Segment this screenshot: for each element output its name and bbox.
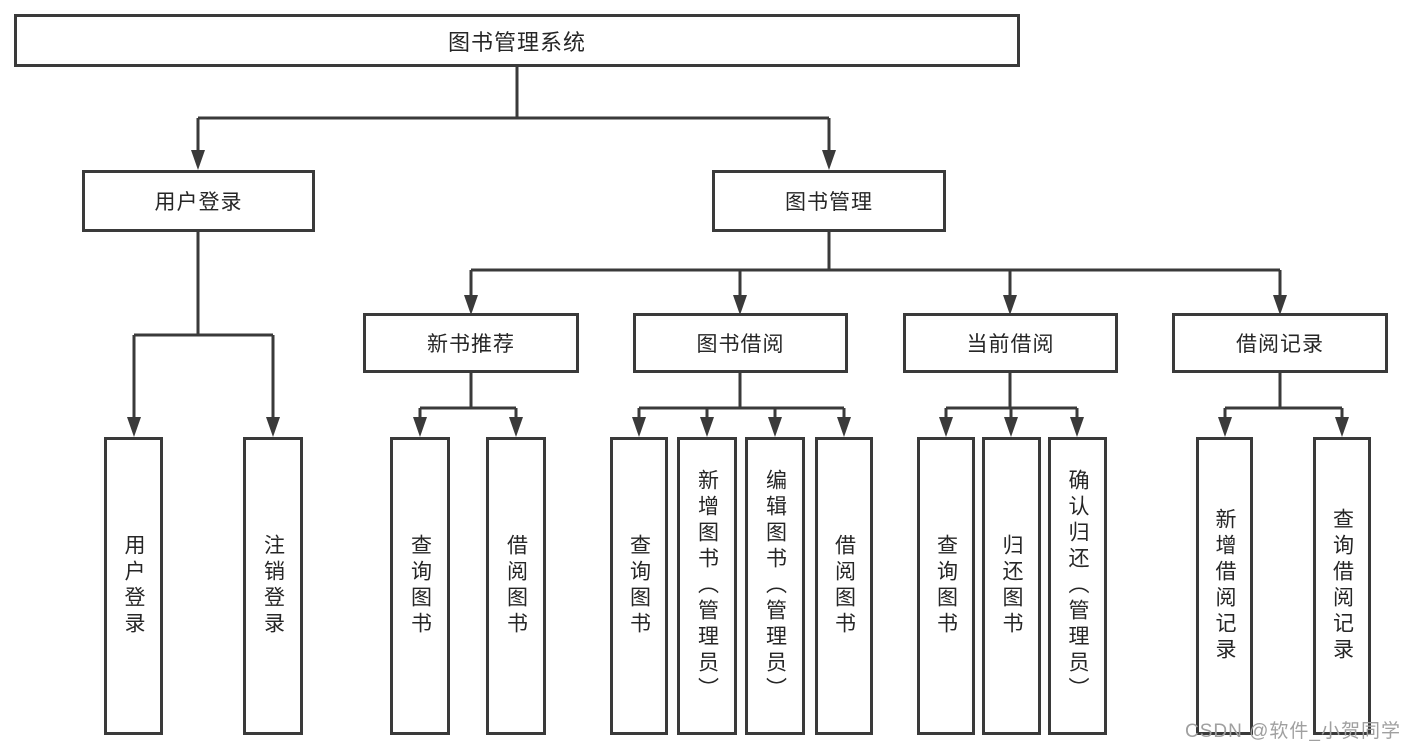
arrow-down-icon (632, 417, 646, 437)
leaf-edit-books-admin: 编辑图书（管理员） (745, 437, 805, 735)
arrowheads (127, 150, 1349, 437)
arrow-down-icon (413, 417, 427, 437)
leaf-borrow-books: 借阅图书 (815, 437, 873, 735)
connector-new-book-children (418, 373, 518, 433)
connector-book-borrow-children (637, 373, 846, 433)
arrow-down-icon (1218, 417, 1232, 437)
leaf-query-books-borrow: 查询图书 (610, 437, 668, 735)
node-library-management-system: 图书管理系统 (14, 14, 1020, 67)
arrow-down-icon (1070, 417, 1084, 437)
csdn-watermark: CSDN @软件_小贺同学 (1185, 721, 1401, 742)
arrow-down-icon (1335, 417, 1349, 437)
arrow-down-icon (837, 417, 851, 437)
arrow-down-icon (822, 150, 836, 170)
leaf-logout: 注销登录 (243, 437, 303, 735)
arrow-down-icon (700, 417, 714, 437)
node-book-borrow: 图书借阅 (633, 313, 848, 373)
node-borrow-record: 借阅记录 (1172, 313, 1388, 373)
node-book-management: 图书管理 (712, 170, 946, 232)
arrow-down-icon (464, 295, 478, 315)
leaf-return-books: 归还图书 (982, 437, 1041, 735)
arrow-down-icon (1273, 295, 1287, 315)
arrow-down-icon (939, 417, 953, 437)
leaf-query-borrow-record: 查询借阅记录 (1313, 437, 1371, 735)
arrow-down-icon (509, 417, 523, 437)
leaf-add-books-admin: 新增图书（管理员） (677, 437, 737, 735)
connector-root-to-level2 (196, 67, 831, 166)
connector-user-login-children (132, 232, 275, 433)
node-new-book-recommend: 新书推荐 (363, 313, 579, 373)
leaf-confirm-return-admin: 确认归还（管理员） (1048, 437, 1107, 735)
arrow-down-icon (127, 417, 141, 437)
arrow-down-icon (1004, 417, 1018, 437)
connector-book-management-children (469, 232, 1282, 311)
leaf-query-books-recommend: 查询图书 (390, 437, 450, 735)
leaf-borrow-books-recommend: 借阅图书 (486, 437, 546, 735)
arrow-down-icon (733, 295, 747, 315)
leaf-add-borrow-record: 新增借阅记录 (1196, 437, 1253, 735)
node-current-borrow: 当前借阅 (903, 313, 1118, 373)
arrow-down-icon (768, 417, 782, 437)
arrow-down-icon (191, 150, 205, 170)
leaf-query-books-current: 查询图书 (917, 437, 975, 735)
arrow-down-icon (266, 417, 280, 437)
arrow-down-icon (1003, 295, 1017, 315)
node-user-login: 用户登录 (82, 170, 315, 232)
connector-borrow-record-children (1223, 373, 1344, 433)
leaf-user-login: 用户登录 (104, 437, 163, 735)
